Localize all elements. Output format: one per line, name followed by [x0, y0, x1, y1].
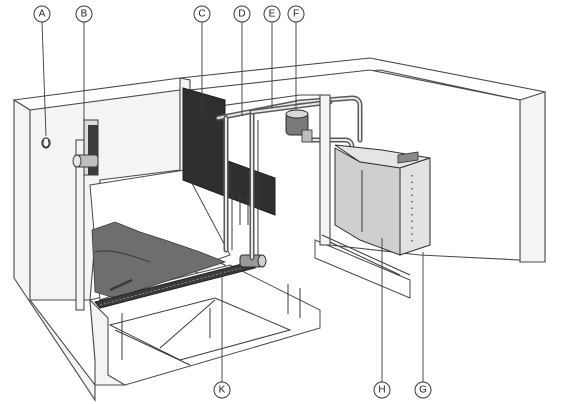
- callout-g-label: G: [419, 385, 427, 396]
- callouts: A B C D E F G H K: [33, 5, 432, 399]
- boiler-room-floor-edge: [314, 239, 411, 299]
- pellet-suction-unit: [285, 109, 313, 143]
- pellet-hoses: [215, 95, 363, 261]
- callout-h: [373, 381, 391, 399]
- callout-e-label: E: [269, 9, 276, 20]
- callout-k: [213, 381, 231, 399]
- discharge-screw: [94, 254, 267, 309]
- callout-g: [414, 381, 432, 399]
- boiler-room-right-wall: [519, 91, 546, 263]
- sloped-floor: [89, 169, 231, 301]
- callout-d: [233, 5, 251, 23]
- fill-couplings: [41, 137, 99, 168]
- callout-c: [193, 5, 211, 23]
- callout-b: [75, 5, 93, 23]
- callout-a: [33, 5, 51, 23]
- callout-c-label: C: [198, 9, 205, 20]
- callout-e: [263, 5, 281, 23]
- callout-b-label: B: [81, 9, 88, 20]
- callout-a-label: A: [39, 9, 46, 20]
- boiler-side-panel: [399, 157, 431, 256]
- callout-k-label: K: [219, 385, 226, 396]
- callout-f-label: F: [293, 9, 299, 20]
- pellet-boiler: [334, 144, 431, 256]
- callout-f: [287, 5, 305, 23]
- boiler-frame: [319, 94, 411, 276]
- callout-h-label: H: [378, 385, 385, 396]
- pellet-pile: [91, 221, 227, 299]
- callout-d-label: D: [238, 9, 245, 20]
